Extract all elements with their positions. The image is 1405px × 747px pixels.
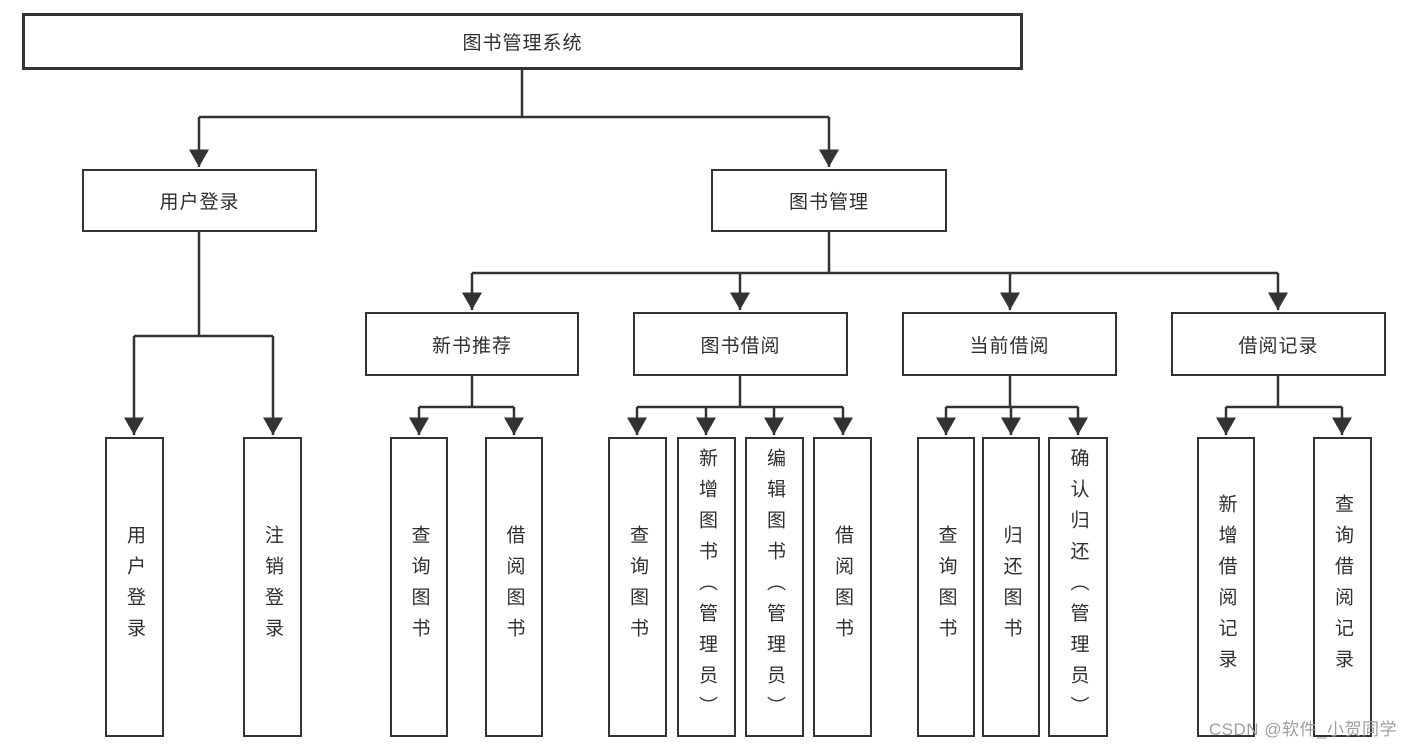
node-user-login-label: 用户登录 — [159, 192, 240, 213]
leaf-newbooks-2-label: 借阅图书 — [503, 525, 525, 649]
leaf-current-3-label: 确认归还（管理员） — [1067, 447, 1089, 727]
node-book-mgmt-label: 图书管理 — [788, 192, 869, 213]
leaf-borrowing-1-label: 查询图书 — [627, 525, 648, 649]
leaf-current-1-label: 查询图书 — [935, 525, 957, 649]
node-new-books: 新书推荐 — [365, 312, 579, 376]
edge-current-trunk — [946, 376, 1078, 409]
leaf-current-2: 归还图书 — [982, 437, 1040, 737]
node-root-label: 图书管理系统 — [462, 33, 583, 54]
leaf-borrowing-3-label: 编辑图书（管理员） — [764, 447, 785, 727]
leaf-current-1: 查询图书 — [917, 437, 975, 737]
node-book-mgmt: 图书管理 — [711, 169, 947, 232]
edge-root-trunk — [199, 70, 829, 119]
edge-bookmgmt-trunk — [472, 232, 1278, 275]
leaf-newbooks-1: 查询图书 — [390, 437, 448, 737]
leaf-login-1-label: 用户登录 — [124, 525, 145, 649]
edge-borrowing-trunk — [637, 376, 843, 409]
leaf-borrowing-4-label: 借阅图书 — [832, 525, 853, 649]
edge-records-trunk — [1226, 376, 1342, 409]
node-root: 图书管理系统 — [22, 13, 1023, 70]
node-new-books-label: 新书推荐 — [431, 335, 512, 357]
leaf-newbooks-1-label: 查询图书 — [408, 525, 430, 649]
leaf-records-2-label: 查询借阅记录 — [1332, 494, 1353, 680]
leaf-login-2: 注销登录 — [243, 437, 302, 737]
leaf-borrowing-3: 编辑图书（管理员） — [745, 437, 804, 737]
leaf-records-2: 查询借阅记录 — [1313, 437, 1372, 737]
node-current: 当前借阅 — [902, 312, 1117, 376]
node-current-label: 当前借阅 — [969, 335, 1050, 357]
edge-login-trunk — [134, 232, 273, 338]
leaf-login-2-label: 注销登录 — [262, 525, 283, 649]
leaf-borrowing-4: 借阅图书 — [813, 437, 872, 737]
leaf-current-3: 确认归还（管理员） — [1048, 437, 1108, 737]
leaf-records-1-label: 新增借阅记录 — [1215, 494, 1237, 680]
node-records: 借阅记录 — [1171, 312, 1386, 376]
leaf-borrowing-2: 新增图书（管理员） — [677, 437, 736, 737]
leaf-current-2-label: 归还图书 — [1000, 525, 1022, 649]
edge-newbooks-trunk — [419, 376, 514, 409]
node-borrowing: 图书借阅 — [633, 312, 848, 376]
leaf-borrowing-2-label: 新增图书（管理员） — [696, 447, 717, 727]
node-user-login: 用户登录 — [82, 169, 317, 232]
node-records-label: 借阅记录 — [1238, 335, 1319, 357]
leaf-records-1: 新增借阅记录 — [1197, 437, 1255, 737]
leaf-borrowing-1: 查询图书 — [608, 437, 667, 737]
csdn-watermark: CSDN @软件_小贺同学 — [1208, 720, 1397, 739]
leaf-login-1: 用户登录 — [105, 437, 164, 737]
node-borrowing-label: 图书借阅 — [700, 335, 781, 357]
leaf-newbooks-2: 借阅图书 — [485, 437, 543, 737]
